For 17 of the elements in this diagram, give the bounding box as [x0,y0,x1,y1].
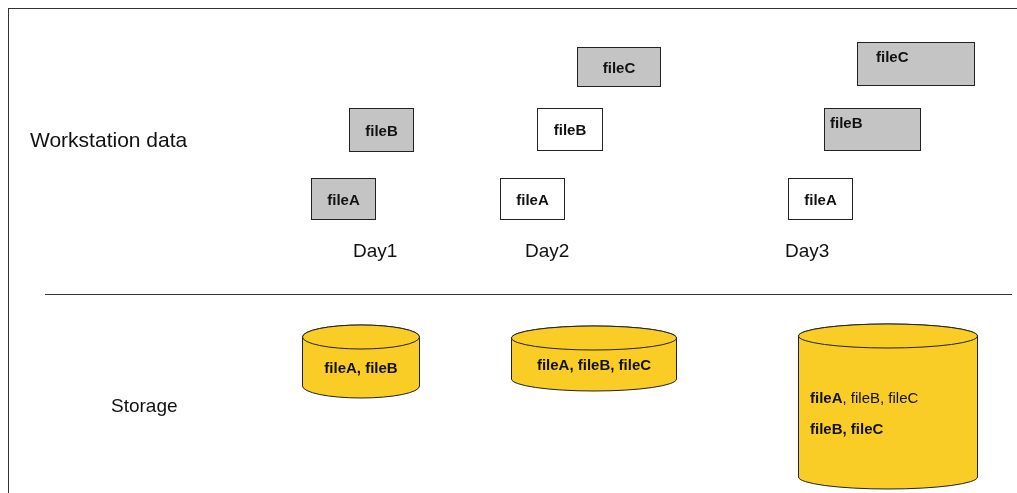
file-box: fileB [537,108,603,151]
file-list: fileA, fileB [324,359,398,376]
file-list: fileB, fileC [810,419,884,437]
file-box: fileC [577,47,661,87]
day-label: Day1 [353,240,398,262]
row-label: Workstation data [30,128,188,152]
file-box: fileB [824,108,921,151]
file-box: fileA [788,178,853,220]
file-box: fileC [857,42,975,86]
file-list: fileA, fileB, fileC [810,388,919,406]
file-box: fileA [311,178,376,220]
row-label: Storage [111,395,178,417]
file-box: fileB [349,108,414,152]
day-label: Day3 [785,240,830,262]
day-label: Day2 [525,240,570,262]
file-list: fileA, fileB, fileC [536,356,652,373]
file-box: fileA [500,178,565,220]
